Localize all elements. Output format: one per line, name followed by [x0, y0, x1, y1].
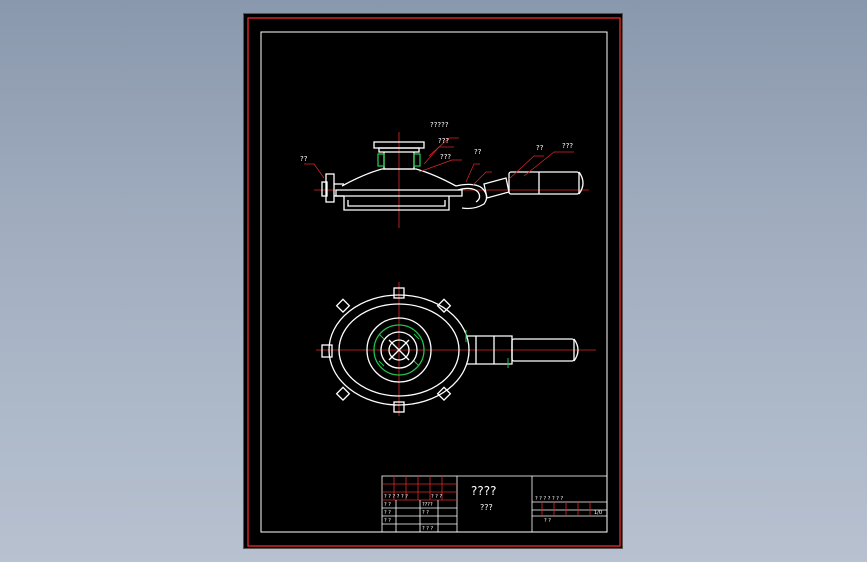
label-6: ??? — [562, 142, 573, 150]
tb-cell-11: 1/0 — [594, 510, 602, 516]
label-2: ??? — [438, 137, 449, 145]
drawing-sheet: ????? ??? ??? ?? ?? ??? ?? — [243, 13, 623, 549]
label-4: ?? — [474, 148, 482, 156]
tb-cell-4: ? ? — [384, 502, 391, 508]
outer-frame — [247, 17, 621, 547]
tb-cell-1: ? ? ? ? ? ? — [384, 494, 408, 500]
cad-drawing: ????? ??? ??? ?? ?? ??? ?? — [247, 17, 621, 547]
tb-cell-2: ? ? ? — [431, 494, 442, 500]
title-block — [381, 475, 608, 533]
side-view — [314, 132, 589, 228]
label-7: ?? — [300, 155, 308, 163]
top-view — [316, 282, 596, 416]
title-block-title: ???? — [471, 484, 496, 498]
hatch-marks — [378, 330, 509, 368]
tb-cell-10: ? ? — [544, 518, 551, 524]
tb-cell-3: ???? — [422, 502, 433, 508]
leader-lines — [304, 137, 574, 187]
inner-frame — [260, 31, 608, 533]
tb-cell-8: ? ? ? — [422, 526, 433, 532]
tb-cell-5: ? ? — [384, 510, 391, 516]
label-1: ????? — [430, 121, 449, 129]
title-block-subtitle: ??? — [480, 503, 493, 512]
tb-cell-7: ? ? — [422, 510, 429, 516]
label-3: ??? — [440, 153, 451, 161]
tb-cell-6: ? ? — [384, 518, 391, 524]
tb-cell-9: ? ? ? ? ? ? ? — [535, 496, 563, 502]
label-5: ?? — [536, 144, 544, 152]
